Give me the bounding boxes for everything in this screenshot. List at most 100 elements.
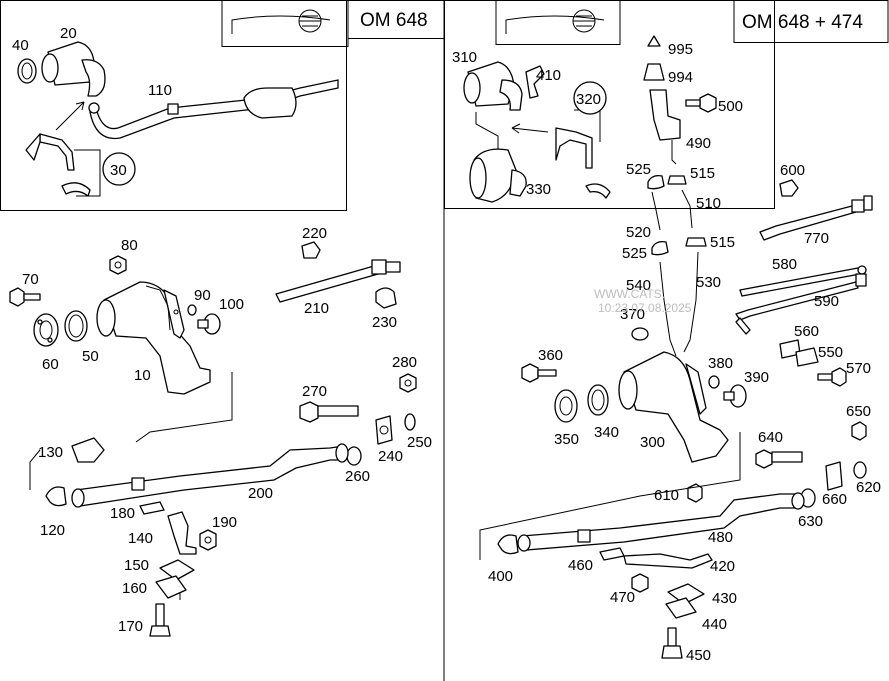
label-450: 450	[686, 647, 711, 664]
label-20: 20	[60, 25, 77, 42]
gasket-340	[587, 384, 609, 416]
clip-600	[779, 179, 799, 197]
label-515-upper: 515	[690, 165, 715, 182]
label-640: 640	[758, 429, 783, 446]
label-310: 310	[452, 49, 477, 66]
label-540: 540	[626, 277, 651, 294]
bracket-420	[623, 553, 713, 569]
ring-260	[346, 446, 362, 466]
right-panel-title: OM 648 + 474	[742, 12, 863, 33]
label-160: 160	[122, 580, 147, 597]
label-525-lower: 525	[622, 245, 647, 262]
washer-370	[631, 327, 649, 341]
label-150: 150	[124, 557, 149, 574]
clip-460	[599, 547, 625, 561]
diesel-particulate-filter-330	[469, 112, 527, 203]
label-470: 470	[610, 589, 635, 606]
clamp-120	[45, 486, 67, 507]
label-200: 200	[248, 485, 273, 502]
label-280: 280	[392, 354, 417, 371]
left-inset: 30 20 40 110	[12, 25, 339, 197]
bracket-410	[525, 65, 545, 99]
label-420: 420	[710, 558, 735, 575]
label-210: 210	[304, 300, 329, 317]
label-580: 580	[772, 256, 797, 273]
bolt-570	[817, 367, 847, 387]
label-230: 230	[372, 314, 397, 331]
bracket-30	[25, 133, 91, 197]
label-510: 510	[696, 195, 721, 212]
temperature-sensor-210	[275, 259, 401, 303]
front-pipe-200	[71, 443, 349, 508]
temperature-sensor-770	[759, 195, 873, 241]
label-400: 400	[488, 568, 513, 585]
label-550: 550	[818, 344, 843, 361]
label-190: 190	[212, 514, 237, 531]
label-80: 80	[121, 237, 138, 254]
bracket-130	[71, 437, 105, 463]
label-440: 440	[702, 616, 727, 633]
label-340: 340	[594, 424, 619, 441]
label-570: 570	[846, 360, 871, 377]
label-70: 70	[22, 271, 39, 288]
ring-620	[853, 461, 867, 479]
bracket-140	[167, 511, 197, 555]
label-260: 260	[345, 468, 370, 485]
bolt-270	[299, 401, 359, 423]
label-10: 10	[134, 367, 151, 384]
catalytic-converter-300	[618, 351, 729, 463]
bolt-640	[755, 449, 803, 469]
left-main-assembly	[9, 241, 417, 637]
label-380: 380	[708, 355, 733, 372]
engine-symbol-icon	[505, 9, 605, 34]
watermark-line-2: 10:23 07.08.2025	[598, 301, 692, 315]
label-630: 630	[798, 513, 823, 530]
nut-390	[723, 384, 747, 408]
watermark-line-1: WWW.CATS.	[594, 287, 665, 301]
sensor-590	[735, 273, 867, 335]
label-110: 110	[148, 82, 172, 99]
nut-280	[399, 373, 417, 393]
clamp-60	[33, 313, 59, 347]
right-main-assembly	[479, 35, 873, 659]
nut-650	[851, 421, 867, 441]
bracket-550	[795, 347, 819, 367]
hose-cap-515-lower	[685, 237, 707, 247]
nut-100	[197, 313, 221, 335]
label-525-upper: 525	[626, 161, 651, 178]
ring-250	[404, 413, 416, 431]
label-610: 610	[654, 487, 679, 504]
nut-610	[687, 483, 703, 503]
label-430: 430	[712, 590, 737, 607]
clamp-525	[647, 174, 665, 190]
gasket-660	[825, 461, 843, 491]
gasket-240	[375, 415, 393, 445]
nut-190	[199, 529, 217, 551]
pressure-line-520	[651, 191, 661, 231]
cap-995	[647, 35, 661, 47]
label-480: 480	[708, 529, 733, 546]
label-560: 560	[794, 323, 819, 340]
label-530: 530	[696, 274, 721, 291]
label-460: 460	[568, 557, 593, 574]
hose-cap-515	[667, 175, 687, 185]
label-350: 350	[554, 431, 579, 448]
label-100: 100	[219, 296, 244, 313]
clip-180	[139, 501, 165, 515]
label-300: 300	[640, 434, 665, 451]
left-panel-title: OM 648	[360, 10, 428, 31]
label-520: 520	[626, 224, 651, 241]
bolt-170	[149, 603, 171, 637]
washer-90	[187, 304, 197, 316]
label-600: 600	[780, 162, 805, 179]
label-50: 50	[82, 348, 99, 365]
label-660: 660	[822, 491, 847, 508]
exhaust-pipe-110	[88, 79, 339, 140]
catalytic-converter-20	[41, 41, 106, 97]
label-515-lower: 515	[710, 234, 735, 251]
label-250: 250	[407, 434, 432, 451]
callout-320: 320	[576, 91, 601, 108]
clamp-400	[497, 534, 519, 555]
